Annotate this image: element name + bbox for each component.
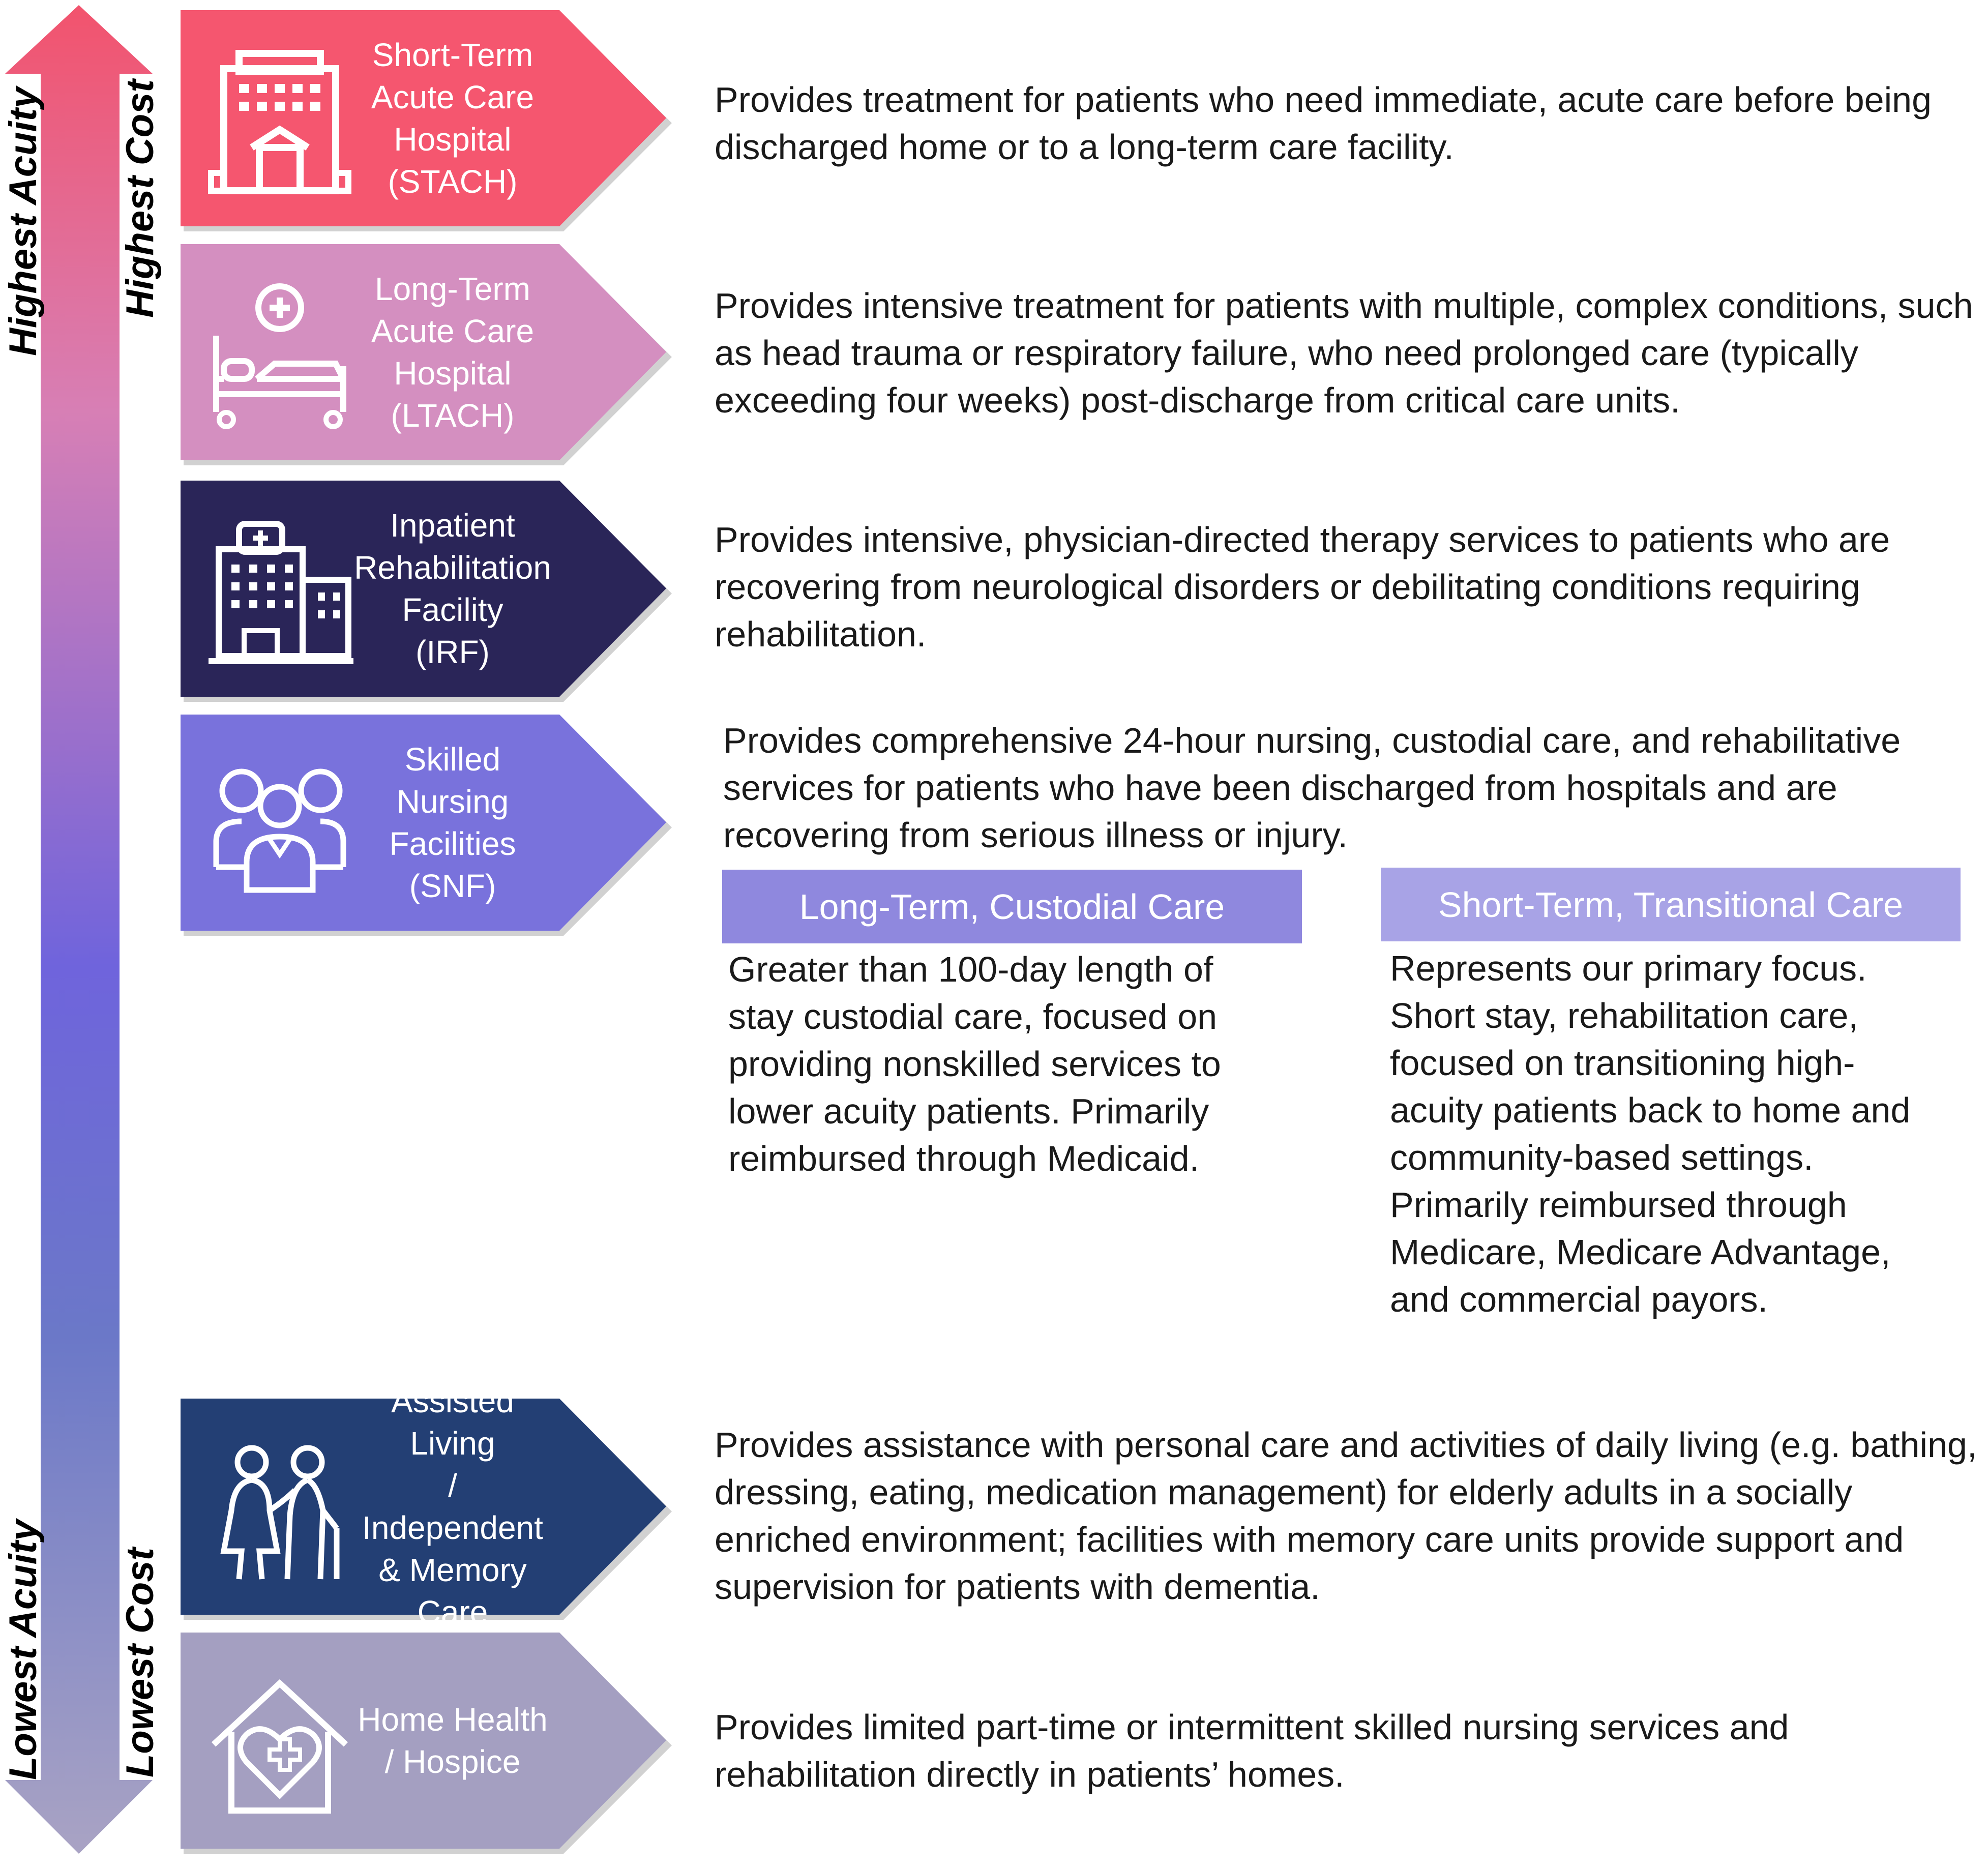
tier-tile-2: Long-Term Acute Care Hospital (LTACH) — [181, 244, 672, 465]
rehab-facility-icon — [209, 521, 353, 664]
custodial-care-text: Greater than 100-day length of stay cust… — [728, 950, 1221, 1178]
chevron-shape — [181, 1633, 672, 1854]
arrow-body — [5, 5, 153, 1854]
hospital-building-icon — [208, 50, 351, 194]
transitional-care-heading: Short-Term, Transitional Care — [1381, 868, 1961, 941]
custodial-care-heading: Long-Term, Custodial Care — [722, 870, 1302, 943]
tier-tile-1: Short-Term Acute Care Hospital (STACH) — [181, 10, 672, 231]
elderly-couple-icon — [220, 1445, 340, 1580]
tier-label: Long-Term Acute Care Hospital (LTACH) — [371, 270, 535, 434]
chevron-shape — [181, 1399, 672, 1620]
lowest-acuity-label: Lowest Acuity — [2, 1519, 45, 1780]
highest-acuity-label: Highest Acuity — [2, 86, 45, 356]
hospital-bed-icon — [213, 283, 346, 429]
tier-description-1: Provides treatment for patients who need… — [715, 80, 1932, 167]
tier-description-5: Provides assistance with personal care a… — [715, 1425, 1977, 1607]
highest-cost-label: Highest Cost — [118, 79, 162, 318]
home-heart-icon — [211, 1679, 348, 1814]
tier-tile-5: Assisted Living / Independent & Memory C… — [181, 1382, 672, 1630]
tier-label: Skilled Nursing Facilities (SNF) — [389, 740, 516, 904]
lowest-cost-label: Lowest Cost — [118, 1548, 162, 1777]
transitional-care-text: Represents our primary focus. Short stay… — [1390, 948, 1911, 1319]
tier-description-4: Provides comprehensive 24-hour nursing, … — [723, 721, 1901, 855]
tier-description-2: Provides intensive treatment for patient… — [715, 286, 1973, 420]
tier-description-6: Provides limited part-time or intermitte… — [715, 1707, 1789, 1794]
tier-tile-4: Skilled Nursing Facilities (SNF) — [181, 715, 672, 936]
tier-label: Assisted Living / Independent & Memory C… — [362, 1382, 543, 1630]
acuity-cost-arrow — [5, 5, 153, 1854]
medical-staff-icon — [213, 768, 346, 893]
tier-label: Short-Term Acute Care Hospital (STACH) — [371, 36, 535, 200]
tier-label: Home Health / Hospice — [358, 1701, 548, 1780]
tier-description-3: Provides intensive, physician-directed t… — [715, 520, 1890, 654]
tier-tile-6: Home Health / Hospice — [181, 1633, 672, 1854]
tier-tile-3: Inpatient Rehabilitation Facility (IRF) — [181, 481, 672, 702]
chevron-shape — [181, 715, 672, 936]
tier-label: Inpatient Rehabilitation Facility (IRF) — [354, 507, 551, 670]
